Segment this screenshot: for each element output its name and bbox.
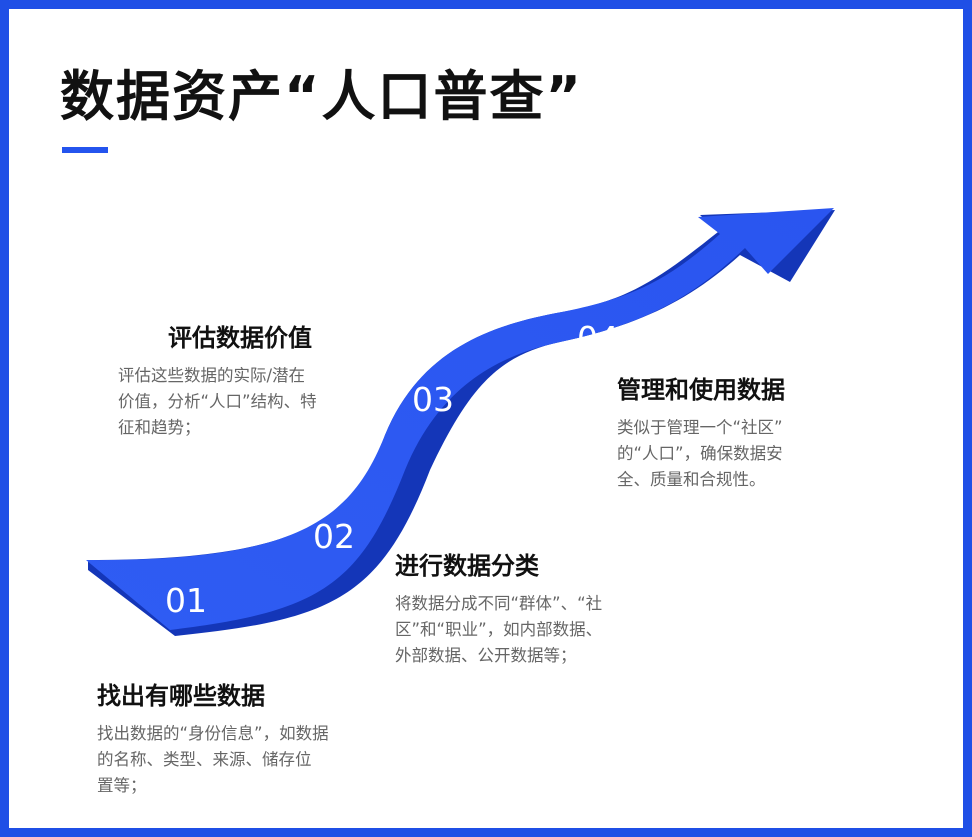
step-block-2: 进行数据分类 将数据分成不同“群体”、“社 区”和“职业”，如内部数据、 外部数… — [395, 546, 645, 669]
desc-line: 类似于管理一个“社区” — [617, 418, 783, 437]
step-desc-2: 将数据分成不同“群体”、“社 区”和“职业”，如内部数据、 外部数据、公开数据等… — [395, 591, 645, 669]
step-number-3: 03 — [412, 380, 454, 419]
step-block-4: 管理和使用数据 类似于管理一个“社区” 的“人口”，确保数据安 全、质量和合规性… — [617, 370, 827, 493]
step-title-4: 管理和使用数据 — [617, 376, 785, 404]
step-desc-1: 找出数据的“身份信息”，如数据 的名称、类型、来源、储存位 置等； — [97, 721, 387, 799]
step-title-2: 进行数据分类 — [395, 552, 539, 580]
step-desc-3: 评估这些数据的实际/潜在 价值，分析“人口”结构、特 征和趋势； — [118, 363, 368, 441]
desc-line: 价值，分析“人口”结构、特 — [118, 392, 317, 411]
desc-line: 征和趋势； — [118, 418, 201, 437]
desc-line: 找出数据的“身份信息”，如数据 — [97, 724, 329, 743]
step-title-3: 评估数据价值 — [168, 324, 312, 352]
desc-line: 评估这些数据的实际/潜在 — [118, 366, 306, 385]
step-block-3: 评估数据价值 评估这些数据的实际/潜在 价值，分析“人口”结构、特 征和趋势； — [118, 318, 368, 441]
desc-line: 的“人口”，确保数据安 — [617, 444, 783, 463]
step-title-1: 找出有哪些数据 — [97, 682, 265, 710]
desc-line: 将数据分成不同“群体”、“社 — [395, 594, 603, 613]
step-block-1: 找出有哪些数据 找出数据的“身份信息”，如数据 的名称、类型、来源、储存位 置等… — [97, 676, 387, 799]
desc-line: 全、质量和合规性。 — [617, 470, 766, 489]
step-desc-4: 类似于管理一个“社区” 的“人口”，确保数据安 全、质量和合规性。 — [617, 415, 827, 493]
desc-line: 区”和“职业”，如内部数据、 — [395, 620, 603, 639]
desc-line: 的名称、类型、来源、储存位 — [97, 750, 312, 769]
desc-line: 外部数据、公开数据等； — [395, 646, 577, 665]
arrow-body — [86, 208, 834, 630]
step-number-2: 02 — [313, 517, 355, 556]
step-number-4: 04 — [577, 319, 619, 358]
title-underline — [62, 147, 108, 153]
page-title: 数据资产“人口普查” — [60, 65, 583, 128]
step-number-1: 01 — [165, 581, 207, 620]
desc-line: 置等； — [97, 776, 147, 795]
